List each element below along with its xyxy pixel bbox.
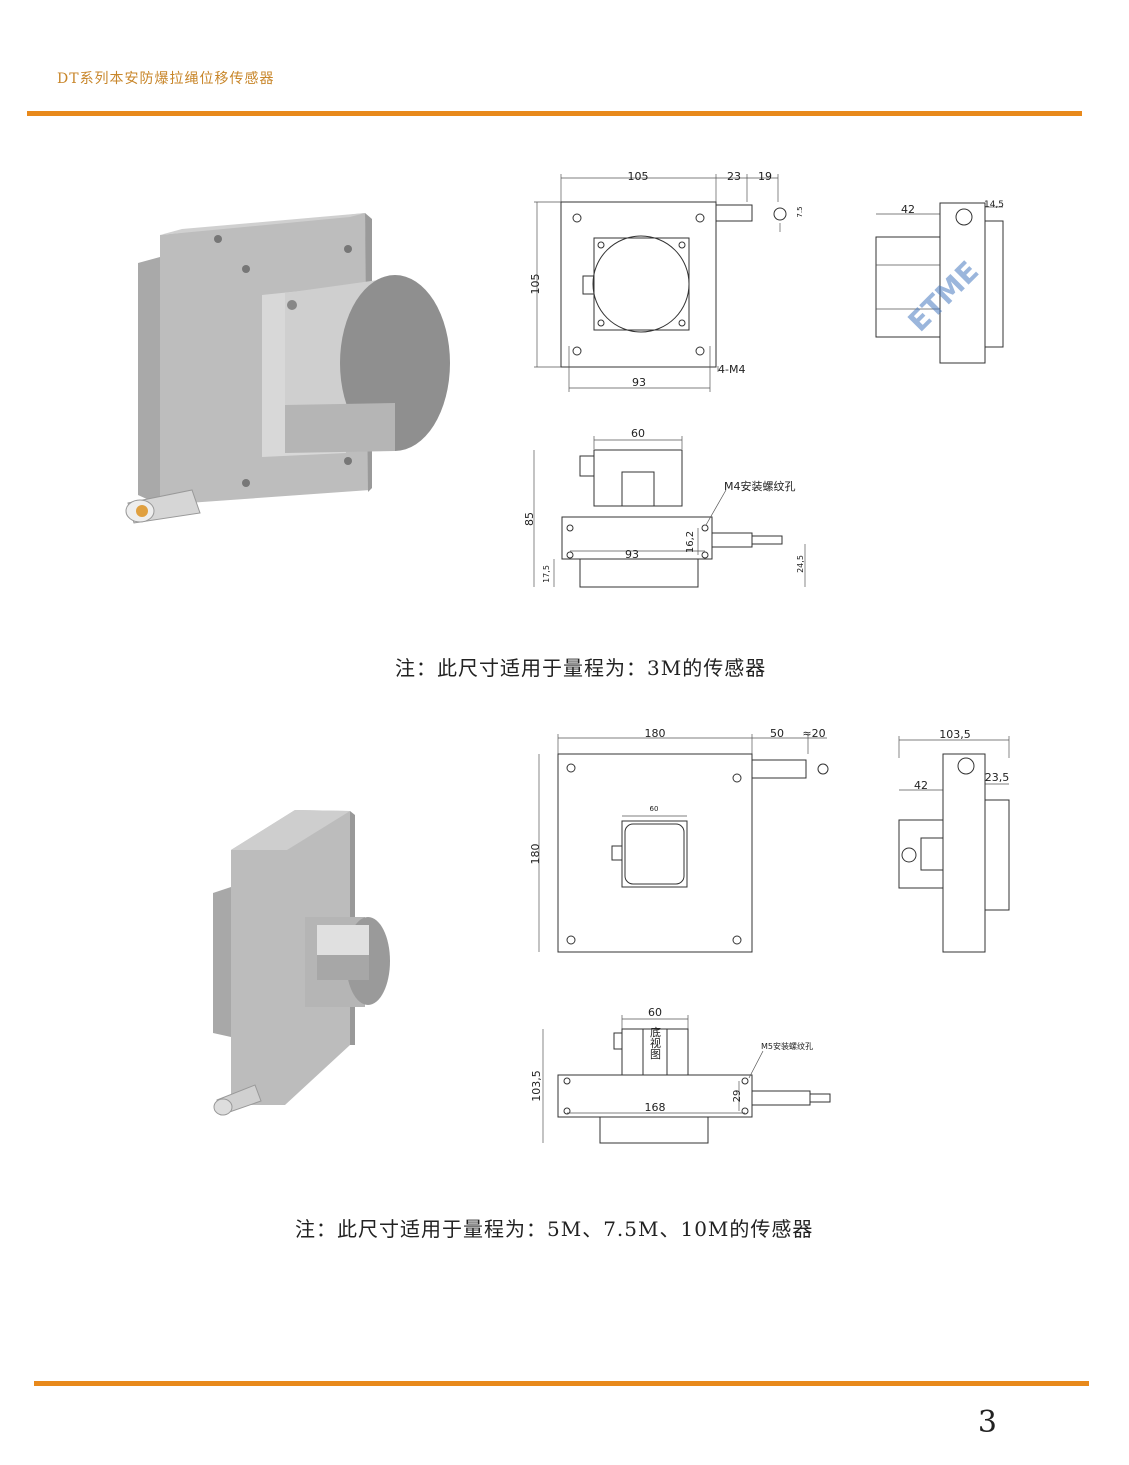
dim-width: 60 (631, 427, 645, 440)
dim-holes: 4-M4 (718, 363, 745, 376)
sensor-3m-photo (125, 213, 450, 524)
drawing-3m-side: 42 14,5 ETME (875, 200, 1004, 364)
dim-tip: ≈20 (802, 727, 825, 740)
dim-width: 105 (628, 170, 649, 183)
dim-hole-span: 93 (632, 376, 646, 389)
drawing-3m-front: 105 23 19 7.5 105 93 4-M4 (529, 170, 804, 392)
caption-3m: 注：此尺寸适用于量程为：3M的传感器 (395, 656, 767, 680)
dim-height: 180 (529, 844, 542, 865)
dim-depth: 42 (901, 203, 915, 216)
drawing-5-10m-front: 180 50 ≈20 60 180 (529, 727, 829, 953)
note-mount-holes: M5安装螺纹孔 (761, 1041, 813, 1051)
caption-5-10m: 注：此尺寸适用于量程为：5M、7.5M、10M的传感器 (295, 1217, 814, 1241)
dim-cable: 23 (727, 170, 741, 183)
dim-depth: 103,5 (939, 728, 971, 741)
dim-hole-span: 93 (625, 548, 639, 561)
header-title: DT系列本安防爆拉绳位移传感器 (57, 71, 275, 87)
drawing-5-10m-bottom: 60 底视图 168 29 103,5 M5安装螺纹孔 (530, 1006, 831, 1144)
dim-tip: 19 (758, 170, 772, 183)
dim-small: 7.5 (796, 206, 804, 217)
footer-rule (34, 1381, 1089, 1386)
sensor-5-10m-photo (213, 810, 390, 1116)
dim-cable: 50 (770, 727, 784, 740)
dim-cable-height: 24,5 (796, 555, 805, 573)
header-rule (27, 111, 1082, 116)
note-mount-holes: M4安装螺纹孔 (724, 479, 796, 493)
dim-cap: 14,5 (984, 200, 1004, 210)
dim-cap: 23,5 (985, 771, 1010, 784)
dim-encoder: 60 (650, 805, 659, 813)
bottom-view-label: 底视图 (649, 1025, 662, 1060)
dim-hole-span: 168 (645, 1101, 666, 1114)
dim-width: 180 (645, 727, 666, 740)
drawing-3m-bottom: 60 93 85 16,2 17,5 24,5 M4安装螺纹孔 (523, 427, 806, 588)
page-number: 3 (977, 1405, 997, 1440)
dim-height: 85 (523, 512, 536, 526)
dim-hole-gap: 16,2 (685, 531, 696, 553)
dim-width: 60 (648, 1006, 662, 1019)
dim-height: 103,5 (530, 1070, 543, 1102)
dim-hole-gap: 29 (732, 1090, 743, 1103)
drawing-5-10m-side: 103,5 42 23,5 (898, 728, 1010, 953)
dim-height: 105 (529, 274, 542, 295)
dim-offset: 42 (914, 779, 928, 792)
watermark-logo: ETME (902, 255, 986, 339)
dim-base: 17,5 (542, 565, 551, 583)
